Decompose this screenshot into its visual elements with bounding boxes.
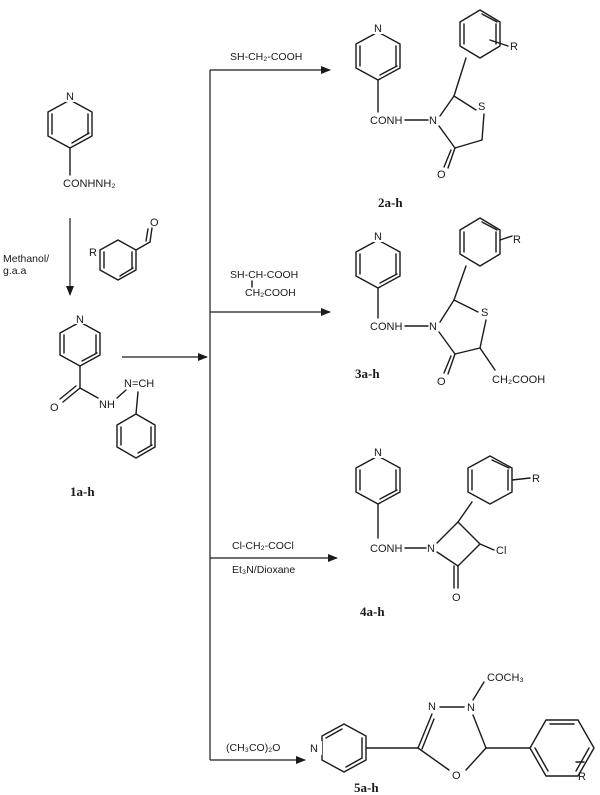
atom-label-n: N	[429, 321, 437, 333]
reagent-step1-line2: g.a.a	[3, 265, 27, 277]
product-4-structure: N CONH N O Cl R	[355, 444, 540, 604]
atom-label-n: N	[427, 543, 435, 555]
substituent-coch3: COCH₃	[487, 672, 524, 684]
atom-label-n: N	[310, 743, 318, 755]
compound-label-4: 4a-h	[360, 604, 385, 619]
substituent-cl: Cl	[496, 545, 506, 557]
aldehyde-r-label: R	[89, 247, 97, 259]
compound-label-1: 1a-h	[70, 484, 95, 499]
substituent-r: R	[532, 473, 540, 485]
atom-label-n: N	[374, 23, 382, 35]
conh-label: CONH	[370, 115, 402, 127]
reagent-2: SH-CH₂-COOH	[230, 51, 302, 63]
reagent-3-line2: CH₂COOH	[245, 287, 296, 299]
atom-label-o: O	[437, 376, 446, 388]
benzaldehyde-structure: R O	[89, 217, 159, 281]
atom-label-n: N	[76, 314, 84, 326]
hydrazone-nch-label: N=CH	[124, 378, 154, 390]
atom-label-o: O	[50, 402, 59, 414]
conh-label: CONH	[370, 321, 402, 333]
compound-label-3: 3a-h	[355, 366, 380, 381]
reagent-5: (CH₃CO)₂O	[226, 742, 280, 754]
atom-label-n: N	[66, 91, 74, 103]
atom-label-o: O	[452, 592, 461, 604]
atom-label-s: S	[481, 307, 488, 319]
atom-label-n: N	[428, 701, 436, 713]
atom-label-o: O	[437, 169, 446, 181]
compound-label-5: 5a-h	[354, 780, 379, 795]
hydrazone-nh-label: NH	[99, 399, 115, 411]
product-5-structure: N N N COCH₃ O R	[308, 672, 595, 783]
atom-label-n: N	[374, 231, 382, 243]
hydrazone-structure: N O NH N=CH	[50, 311, 156, 459]
conh-label: CONH	[370, 543, 402, 555]
atom-label-n: N	[429, 115, 437, 127]
substituent-r: R	[513, 234, 521, 246]
atom-label-s: S	[478, 101, 485, 113]
reagent-4-line2: Et₃N/Dioxane	[232, 564, 295, 576]
atom-label-n: N	[374, 447, 382, 459]
reagent-3-line1: SH-CH-COOH	[230, 269, 298, 281]
substituent-r: R	[510, 41, 518, 53]
product-2-structure: N CONH N S O R	[355, 9, 518, 181]
substituent-r: R	[578, 771, 586, 783]
atom-label-o: O	[452, 770, 461, 782]
product-3-structure: N CONH N S O CH₂COOH R	[355, 217, 545, 388]
reagent-4-line1: Cl-CH₂-COCl	[232, 540, 294, 552]
reagent-step1-line1: Methanol/	[3, 253, 49, 265]
aldehyde-o-label: O	[150, 217, 159, 229]
isoniazid-structure: N CONHNH₂	[47, 88, 116, 190]
substituent-ch2cooh: CH₂COOH	[492, 374, 545, 386]
compound-label-2: 2a-h	[378, 195, 403, 210]
isoniazid-group-label: CONHNH₂	[63, 178, 116, 190]
atom-label-n: N	[467, 702, 475, 714]
